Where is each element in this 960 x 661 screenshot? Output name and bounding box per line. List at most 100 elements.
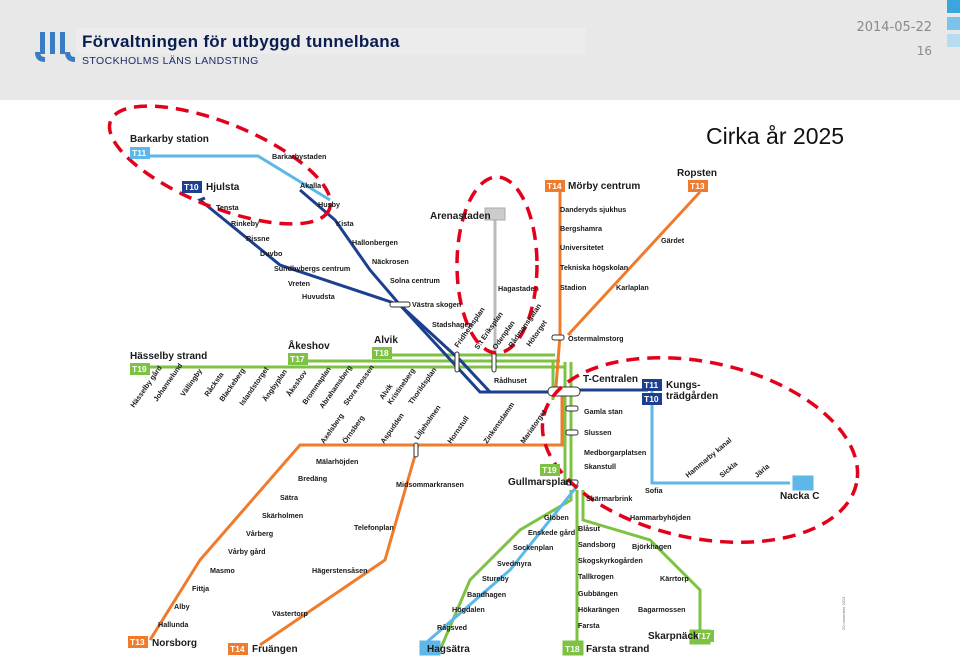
- badge-t14: T14: [547, 181, 562, 191]
- station-label: Sickla: [718, 459, 740, 480]
- terminal-label: Barkarby station: [130, 134, 209, 145]
- title-band: [76, 28, 586, 54]
- station-label: Hägerstensåsen: [312, 566, 368, 575]
- terminal-label: Farsta strand: [586, 644, 649, 655]
- terminal-label: Skarpnäck: [648, 631, 699, 642]
- station-label: Zinkensdamm: [481, 400, 516, 445]
- station-label: Aspudden: [378, 411, 406, 445]
- accent-square: [947, 34, 960, 47]
- station-label: Globen: [544, 513, 569, 522]
- station-label: Bergshamra: [560, 224, 603, 233]
- badge-t10: T10: [184, 182, 199, 192]
- station-label: Sandsborg: [578, 540, 616, 549]
- accent-square: [947, 0, 960, 13]
- station-label: Västra skogen: [412, 300, 461, 309]
- station-label: Näckrosen: [372, 257, 409, 266]
- station-label: Vällingby: [178, 367, 204, 398]
- highlight-ellipse-northwest: [107, 104, 333, 226]
- station-label: Gamla stan: [584, 407, 623, 416]
- sll-logo-icon: [35, 32, 75, 62]
- station-label: Karlaplan: [616, 283, 649, 292]
- station-label: Tekniska högskolan: [560, 263, 628, 272]
- badge-t18: T18: [565, 644, 580, 654]
- station-label: Universitetet: [560, 243, 604, 252]
- station-label: Gärdet: [661, 236, 685, 245]
- page-number: 16: [916, 44, 932, 58]
- station-label: Vårby gård: [228, 547, 266, 556]
- station-label: Hallonbergen: [352, 238, 398, 247]
- terminal-label: Mörby centrum: [568, 181, 640, 192]
- station-label: Husby: [318, 200, 340, 209]
- terminal-label: T-Centralen: [583, 374, 638, 385]
- badge-t11: T11: [644, 380, 658, 390]
- terminal-label: Fruängen: [252, 644, 298, 655]
- station-label: Rågsved: [437, 623, 467, 632]
- terminal-label: Kungs-trädgården: [666, 380, 718, 402]
- station-label: Medborgarplatsen: [584, 448, 646, 457]
- station-label: Kärrtorp: [660, 574, 689, 583]
- terminal-label: Norsborg: [152, 638, 197, 649]
- station-label: Rinkeby: [231, 219, 259, 228]
- station-label: Skogskyrkogården: [578, 556, 643, 565]
- badge-t14: T14: [230, 644, 245, 654]
- station-label: Högdalen: [452, 605, 485, 614]
- slide-date: 2014-05-22: [856, 20, 932, 35]
- terminal-labels: Barkarby station Hjulsta Mörby centrum R…: [130, 134, 819, 655]
- station-label: Barkarbystaden: [272, 152, 326, 161]
- terminal-label: Gullmarsplan: [508, 477, 572, 488]
- station-label: Liljeholmen: [412, 403, 442, 441]
- terminal-label: Hagsätra: [427, 644, 470, 655]
- station-label: Solna centrum: [390, 276, 440, 285]
- station-label: Gubbängen: [578, 589, 618, 598]
- station-label: Vårberg: [246, 529, 273, 538]
- station-label: Duvbo: [260, 249, 283, 258]
- station-label: Stureby: [482, 574, 509, 583]
- blue-line: [197, 188, 648, 394]
- highlight-ellipses: [107, 104, 860, 545]
- station-label: Hökarängen: [578, 605, 620, 614]
- station-label: Akalla: [300, 181, 322, 190]
- station-label: Bandhagen: [467, 590, 506, 599]
- badge-t19: T19: [542, 465, 557, 475]
- station-label: Telefonplan: [354, 523, 394, 532]
- footnote: 20 november 2013: [841, 596, 846, 630]
- highlight-ellipse-southeast: [540, 355, 860, 545]
- line-badges: T11 T10 T14 T13 T17 T18 T19 T11 T10 T19 …: [128, 147, 714, 655]
- station-label: Hammarbyhöjden: [630, 513, 691, 522]
- highlight-ellipse-north: [455, 175, 539, 355]
- badge-t17: T17: [696, 631, 711, 641]
- badge-t18: T18: [374, 348, 389, 358]
- station-label: Kista: [336, 219, 355, 228]
- badge-t11: T11: [132, 148, 146, 158]
- station-label: Hagastaden: [498, 284, 539, 293]
- station-label: Fittja: [192, 584, 210, 593]
- terminal-label: Ropsten: [677, 168, 717, 179]
- station-label: Danderyds sjukhus: [560, 205, 626, 214]
- badge-t17: T17: [290, 354, 305, 364]
- station-label: Slussen: [584, 428, 612, 437]
- station-label: Rissne: [246, 234, 270, 243]
- light-blue-line: [130, 154, 790, 650]
- slide-header: Förvaltningen för utbyggd tunnelbana STO…: [0, 0, 960, 100]
- station-label: Midsommarkransen: [396, 480, 464, 489]
- map-heading: Cirka år 2025: [706, 123, 844, 149]
- station-label: Skärmarbrink: [586, 494, 632, 503]
- station-label: Svedmyra: [497, 559, 532, 568]
- station-label: Bagarmossen: [638, 605, 686, 614]
- station-label: Stadion: [560, 283, 586, 292]
- accent-square: [947, 17, 960, 30]
- station-label: Östermalmstorg: [568, 334, 624, 343]
- station-label: Bredäng: [298, 474, 327, 483]
- station-label: Sockenplan: [513, 543, 553, 552]
- station-label: Sätra: [280, 493, 299, 502]
- station-label: Hallunda: [158, 620, 189, 629]
- station-label: Vreten: [288, 279, 310, 288]
- station-label: Västertorp: [272, 609, 309, 618]
- station-label: Mälarhöjden: [316, 457, 358, 466]
- badge-t10: T10: [644, 394, 659, 404]
- badge-t19: T19: [132, 364, 147, 374]
- terminal-label: Arenastaden: [430, 211, 491, 222]
- badge-t13: T13: [130, 637, 145, 647]
- slide-title: Förvaltningen för utbyggd tunnelbana: [82, 32, 400, 51]
- station-label: Tallkrogen: [578, 572, 614, 581]
